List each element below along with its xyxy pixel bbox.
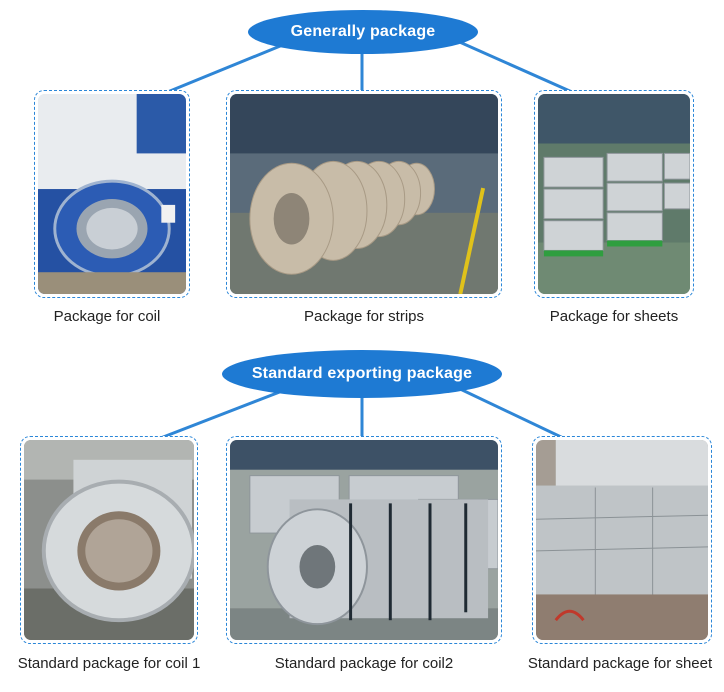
image-package-for-strips bbox=[226, 90, 502, 298]
caption-package-for-sheets: Package for sheets bbox=[549, 308, 679, 325]
image-package-for-coil bbox=[34, 90, 190, 298]
banner-generally-package: Generally package bbox=[248, 10, 478, 54]
image-standard-package-coil-1 bbox=[20, 436, 198, 644]
image-standard-package-sheet bbox=[532, 436, 712, 644]
banner-standard-exporting-package: Standard exporting package bbox=[222, 350, 502, 398]
image-standard-package-coil2 bbox=[226, 436, 502, 644]
caption-standard-package-coil2: Standard package for coil2 bbox=[274, 655, 454, 672]
caption-standard-package-coil-1: Standard package for coil 1 bbox=[17, 655, 201, 672]
image-package-for-sheets bbox=[534, 90, 694, 298]
caption-standard-package-sheet: Standard package for sheet bbox=[527, 655, 713, 672]
caption-package-for-coil: Package for coil bbox=[53, 308, 161, 325]
caption-package-for-strips: Package for strips bbox=[303, 308, 425, 325]
